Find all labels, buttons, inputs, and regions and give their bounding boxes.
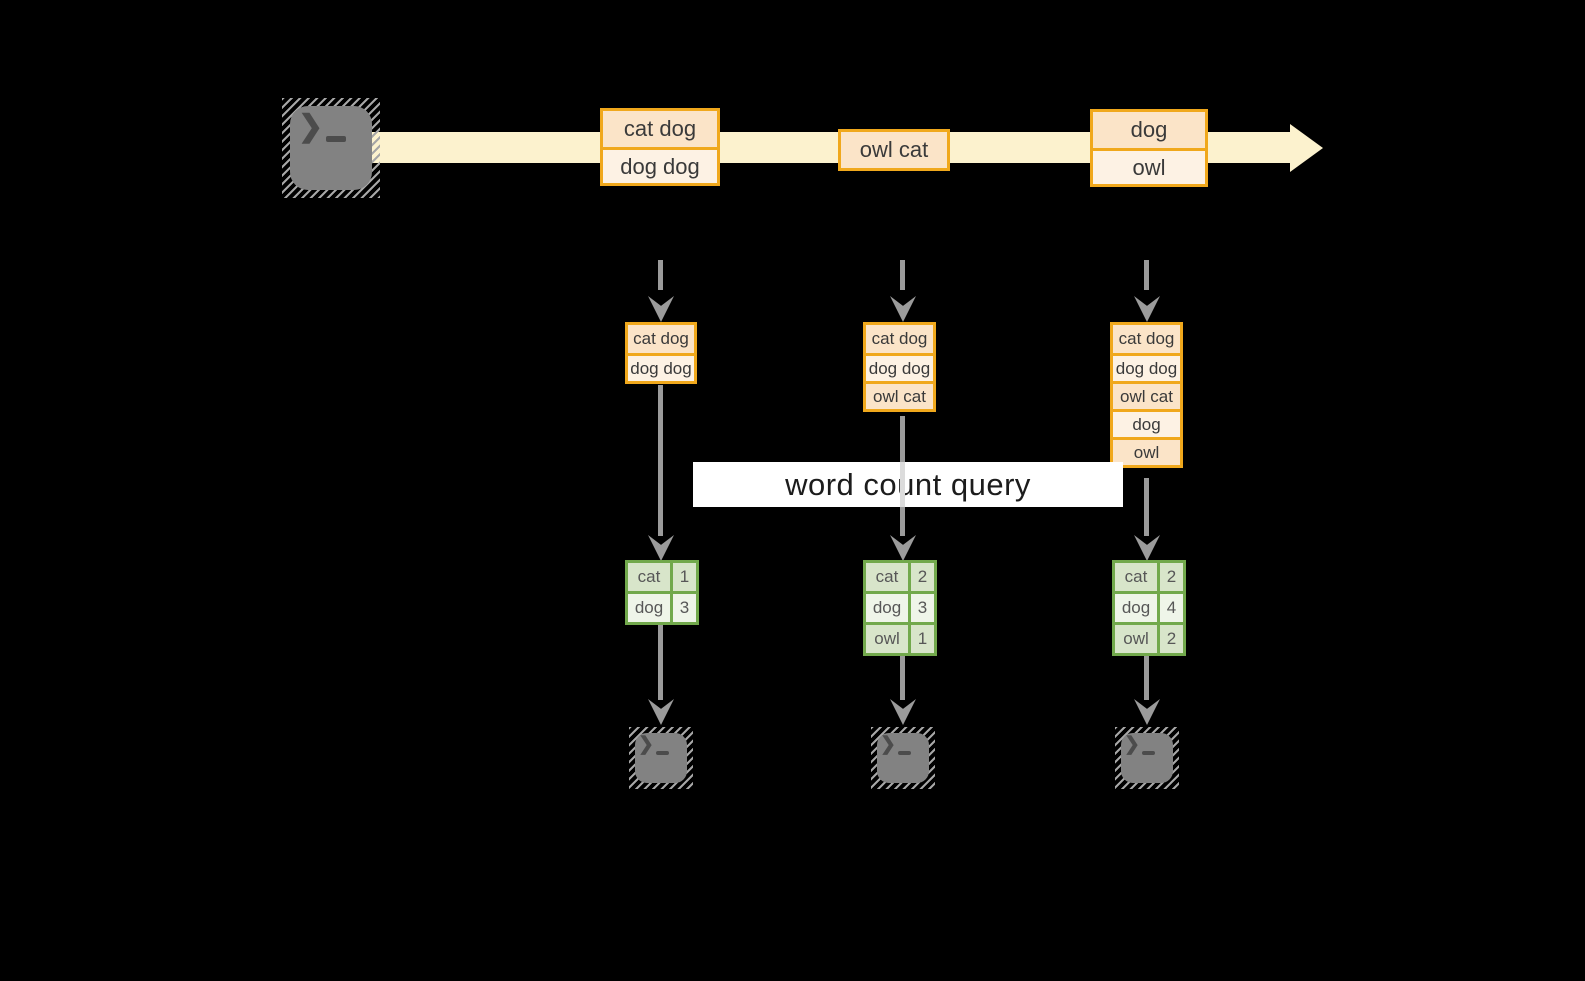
terminal-body bbox=[635, 733, 687, 783]
stream-arrowhead-icon bbox=[1290, 124, 1323, 172]
table-cell-count: 3 bbox=[911, 594, 934, 622]
table-cell-count: 3 bbox=[673, 594, 696, 622]
terminal-icon: ❯ bbox=[871, 727, 935, 789]
arrow-down-icon bbox=[648, 699, 674, 725]
table-cell-word: owl bbox=[866, 625, 908, 653]
arrow-down-icon bbox=[890, 535, 916, 561]
terminal-body bbox=[290, 106, 372, 190]
prompt-chevron-icon: ❯ bbox=[298, 110, 324, 143]
stream-batch-1: cat dog dog dog bbox=[600, 108, 720, 186]
stream-batch-2: owl cat bbox=[838, 129, 950, 171]
table-cell-word: owl bbox=[1115, 625, 1157, 653]
count-table-1: cat 1 dog 3 bbox=[625, 560, 699, 625]
table-cell-count: 2 bbox=[911, 563, 934, 591]
prompt-chevron-icon: ❯ bbox=[880, 734, 896, 755]
arrow-down-icon bbox=[1134, 699, 1160, 725]
table-cell-count: 1 bbox=[911, 625, 934, 653]
stack-item: owl cat bbox=[866, 381, 933, 409]
dashed-arrow-line bbox=[900, 260, 905, 290]
arrow-down-icon bbox=[890, 296, 916, 322]
buffer-stack-1: cat dog dog dog bbox=[625, 322, 697, 384]
table-cell-count: 1 bbox=[673, 563, 696, 591]
table-cell-count: 2 bbox=[1160, 563, 1183, 591]
stream-item: owl cat bbox=[841, 132, 947, 168]
connector-line bbox=[900, 656, 905, 700]
terminal-body bbox=[1121, 733, 1173, 783]
connector-line bbox=[658, 385, 663, 536]
arrow-down-icon bbox=[648, 535, 674, 561]
prompt-underscore-icon bbox=[656, 751, 669, 755]
buffer-stack-2: cat dog dog dog owl cat bbox=[863, 322, 936, 412]
prompt-chevron-icon: ❯ bbox=[638, 734, 654, 755]
table-cell-word: cat bbox=[1115, 563, 1157, 591]
stream-item: dog bbox=[1093, 112, 1205, 148]
stream-item: cat dog bbox=[603, 111, 717, 147]
arrow-down-icon bbox=[1134, 296, 1160, 322]
connector-line bbox=[658, 625, 663, 700]
stack-item: owl bbox=[1113, 437, 1180, 465]
stream-item: owl bbox=[1093, 148, 1205, 184]
stack-item: owl cat bbox=[1113, 381, 1180, 409]
terminal-icon: ❯ bbox=[1115, 727, 1179, 789]
stack-item: dog dog bbox=[1113, 353, 1180, 381]
prompt-underscore-icon bbox=[1142, 751, 1155, 755]
table-cell-count: 4 bbox=[1160, 594, 1183, 622]
stream-item: dog dog bbox=[603, 147, 717, 183]
table-cell-word: dog bbox=[1115, 594, 1157, 622]
connector-line bbox=[1144, 656, 1149, 700]
count-table-3: cat 2 dog 4 owl 2 bbox=[1112, 560, 1186, 656]
connector-line bbox=[900, 462, 905, 507]
stream-batch-3: dog owl bbox=[1090, 109, 1208, 187]
count-table-2: cat 2 dog 3 owl 1 bbox=[863, 560, 937, 656]
table-cell-word: dog bbox=[628, 594, 670, 622]
stack-item: cat dog bbox=[1113, 325, 1180, 353]
prompt-underscore-icon bbox=[326, 136, 346, 142]
arrow-down-icon bbox=[890, 699, 916, 725]
terminal-body bbox=[877, 733, 929, 783]
terminal-icon: ❯ bbox=[282, 98, 380, 198]
buffer-stack-3: cat dog dog dog owl cat dog owl bbox=[1110, 322, 1183, 468]
prompt-underscore-icon bbox=[898, 751, 911, 755]
query-label: word count query bbox=[693, 462, 1123, 507]
connector-line bbox=[900, 416, 905, 462]
prompt-chevron-icon: ❯ bbox=[1124, 734, 1140, 755]
stack-item: cat dog bbox=[628, 325, 694, 353]
dashed-arrow-line bbox=[1144, 260, 1149, 290]
stack-item: dog dog bbox=[628, 353, 694, 381]
stack-item: dog dog bbox=[866, 353, 933, 381]
table-cell-word: cat bbox=[866, 563, 908, 591]
connector-line bbox=[900, 507, 905, 536]
connector-line bbox=[1144, 478, 1149, 536]
stack-item: dog bbox=[1113, 409, 1180, 437]
table-cell-word: dog bbox=[866, 594, 908, 622]
table-cell-count: 2 bbox=[1160, 625, 1183, 653]
stack-item: cat dog bbox=[866, 325, 933, 353]
table-cell-word: cat bbox=[628, 563, 670, 591]
terminal-icon: ❯ bbox=[629, 727, 693, 789]
arrow-down-icon bbox=[1134, 535, 1160, 561]
dashed-arrow-line bbox=[658, 260, 663, 290]
arrow-down-icon bbox=[648, 296, 674, 322]
